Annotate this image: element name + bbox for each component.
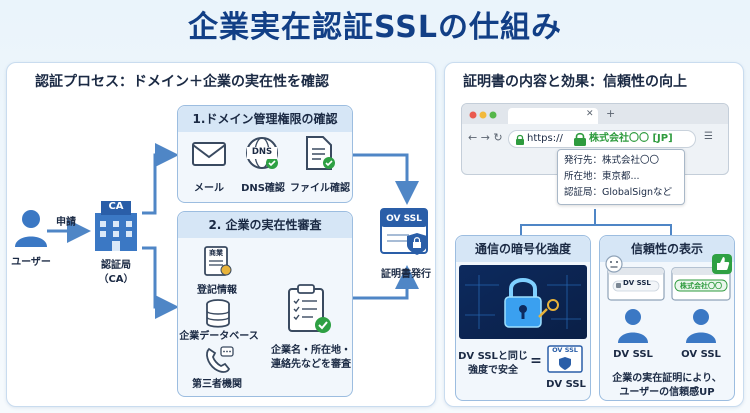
- company-item-registry: 登記情報: [197, 285, 237, 296]
- effects-heading: 証明書の内容と効果：信頼性の向上: [463, 74, 687, 90]
- ov-site-badge: 株式会社〇〇: [680, 282, 722, 290]
- domain-item-file: ファイル確認: [290, 183, 350, 194]
- file-check-icon: [306, 136, 335, 170]
- trust-dv-label: DV SSL: [613, 349, 653, 360]
- company-item-database: 企業データベース: [179, 331, 259, 342]
- domain-item-mail: メール: [194, 183, 224, 194]
- url-lock-icon: [516, 134, 524, 145]
- trust-caption-line-2: ユーザーの信頼感UP: [619, 387, 715, 398]
- domain-item-dns: DNS確認: [241, 183, 285, 194]
- encryption-lock-illustration: [459, 265, 587, 339]
- user-icon: [15, 210, 47, 247]
- ov-user-icon: [686, 309, 716, 343]
- trust-ov-label: OV SSL: [681, 349, 721, 360]
- registry-document-icon: [204, 246, 232, 276]
- user-label: ユーザー: [11, 257, 51, 268]
- database-icon: [206, 299, 230, 328]
- ov-badge: OV SSL: [386, 214, 422, 224]
- third-party-phone-icon: [206, 346, 234, 373]
- ov-site-window-icon: [671, 267, 731, 301]
- menu-icon[interactable]: ☰: [704, 131, 713, 142]
- certificate-issue-label: 証明書発行: [381, 269, 431, 280]
- domain-box-title: 1.ドメイン管理権限の確認: [178, 106, 352, 132]
- review-clipboard-icon: [288, 284, 331, 333]
- company-lock-icon: [574, 132, 586, 146]
- registry-icon-text: 商業: [209, 249, 223, 257]
- trust-title: 信頼性の表示: [600, 236, 734, 262]
- ov-certificate-icon: [380, 208, 428, 255]
- mail-icon: [192, 142, 226, 166]
- review-line-2: 連絡先などを審査: [271, 359, 351, 370]
- certificate-effects-panel: 証明書の内容と効果：信頼性の向上 ✕ + ← → ↻ https:// 株式会社…: [444, 62, 744, 407]
- dv-site-window-icon: [607, 267, 665, 301]
- popup-authority: 認証局：GlobalSignなど: [564, 187, 673, 198]
- close-tab-icon[interactable]: ✕: [586, 109, 594, 119]
- encryption-dv-label: DV SSL: [546, 379, 586, 390]
- dns-icon-text: DNS: [247, 147, 277, 159]
- popup-location: 所在地：東京都...: [564, 171, 640, 182]
- certificate-detail-popup: 発行先：株式会社〇〇 所在地：東京都... 認証局：GlobalSignなど: [557, 149, 685, 205]
- neutral-face-icon: [605, 255, 623, 273]
- url-prefix: https://: [527, 133, 563, 144]
- thumbs-up-icon: [712, 254, 732, 274]
- mini-ov-certificate-icon: [547, 345, 583, 373]
- nav-arrows-icon[interactable]: ← → ↻: [468, 131, 503, 144]
- new-tab-icon[interactable]: +: [606, 107, 616, 120]
- encryption-compare-line-2: 強度で安全: [468, 365, 518, 376]
- page-title: 企業実在認証SSLの仕組み: [188, 10, 562, 45]
- trust-caption-line-1: 企業の実在証明により、: [612, 373, 722, 384]
- popup-issued-to: 発行先：株式会社〇〇: [564, 155, 660, 166]
- request-label: 申請: [56, 217, 76, 228]
- company-item-third-party: 第三者機関: [192, 379, 242, 390]
- address-bar[interactable]: https:// 株式会社〇〇 [JP]: [508, 130, 696, 148]
- encryption-title: 通信の暗号化強度: [456, 236, 590, 262]
- ca-label-sub: （CA）: [98, 274, 134, 285]
- certification-process-panel: 認証プロセス：ドメイン＋企業の実在性を確認 ユーザー 申請: [6, 62, 436, 407]
- dv-site-badge: DV SSL: [623, 279, 651, 287]
- company-box-title: 2. 企業の実在性審査: [178, 212, 352, 238]
- window-controls-icon: [469, 111, 497, 119]
- process-heading: 認証プロセス：ドメイン＋企業の実在性を確認: [35, 74, 329, 90]
- url-company: 株式会社〇〇 [JP]: [589, 133, 673, 144]
- equals-sign: =: [530, 353, 542, 369]
- mini-ov-badge: OV SSL: [552, 346, 578, 354]
- browser-tab[interactable]: [508, 108, 598, 124]
- encryption-compare-line-1: DV SSLと同じ: [458, 351, 528, 362]
- dv-user-icon: [618, 309, 648, 343]
- ca-label: 認証局: [101, 260, 131, 271]
- review-line-1: 企業名・所在地・: [271, 345, 351, 356]
- certificate-authority-icon: [95, 201, 137, 251]
- ca-sign: CA: [108, 201, 124, 212]
